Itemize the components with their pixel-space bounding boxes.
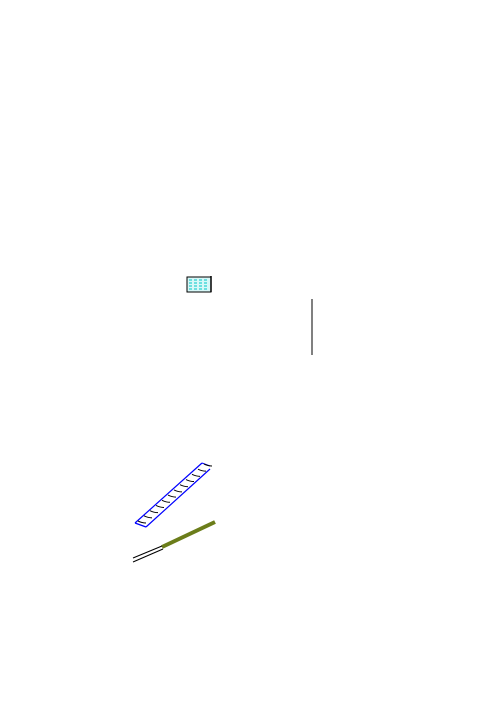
spray-nozzle-icon — [195, 226, 202, 263]
inclined-rack — [134, 462, 213, 528]
rack-slat — [143, 515, 153, 519]
inclined-chute — [207, 284, 222, 582]
rack-slat — [149, 510, 159, 514]
centerlines — [94, 18, 232, 247]
rack-slat — [161, 499, 171, 503]
rack-slat — [137, 520, 147, 524]
rack-slat — [167, 494, 177, 498]
rack-slat — [203, 463, 213, 467]
water-trough — [186, 276, 212, 293]
leader-marker — [160, 170, 256, 221]
duct-octagon-outer — [116, 50, 198, 132]
rack-slat — [185, 479, 195, 483]
hook-hoist-icon — [311, 299, 313, 355]
conveyor-belt — [132, 520, 216, 563]
cabinet-walls — [128, 256, 409, 618]
duct-octagon-inner — [121, 56, 193, 126]
bottom-bracket — [176, 568, 241, 618]
cabinet-roof — [128, 239, 408, 282]
cabinet-base — [133, 618, 404, 633]
rack-slat — [155, 505, 165, 508]
hopper — [116, 172, 200, 240]
rack-slat — [191, 473, 201, 477]
octagonal-duct — [116, 50, 198, 170]
inlet-chute — [198, 243, 207, 280]
rack-slat — [197, 468, 207, 472]
rack-slat — [179, 484, 189, 488]
hanging-weight-icon — [293, 378, 329, 512]
rack-slat — [173, 489, 183, 493]
